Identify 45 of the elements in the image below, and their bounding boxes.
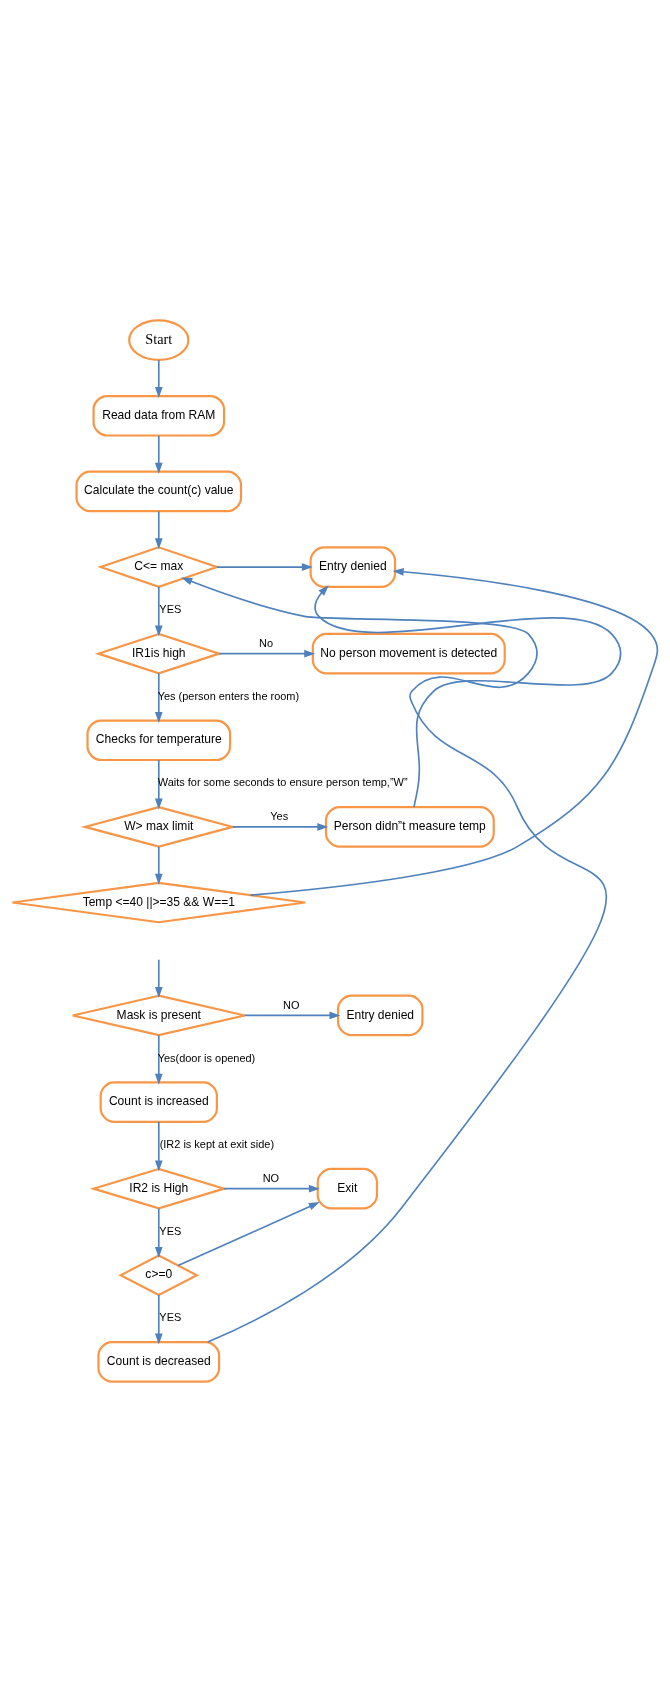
- arrow: [249, 567, 659, 896]
- arrow: [154, 958, 163, 998]
- arrow: [154, 358, 163, 398]
- arrow: [223, 1184, 320, 1192]
- node-ellipse: Start: [128, 318, 190, 361]
- edge-label: YES: [159, 602, 182, 615]
- node-box: Checks for temperature: [86, 718, 232, 761]
- arrow: [243, 1011, 341, 1019]
- arrow: [154, 1207, 163, 1258]
- node-diamond: IR1is high: [94, 632, 223, 675]
- node-box: Calculate the count(c) value: [75, 470, 243, 512]
- node-box: Read data from RAM: [92, 394, 226, 437]
- edge-label: NO: [262, 1171, 280, 1184]
- node-box: No person movement is detected: [311, 632, 506, 674]
- node-box: Count is increased: [99, 1080, 218, 1123]
- arrow: [154, 845, 163, 885]
- edge-label: YES: [159, 1224, 182, 1237]
- arrow: [154, 1293, 163, 1345]
- node-diamond: Mask is present: [71, 994, 246, 1036]
- arrow: [154, 1033, 163, 1085]
- arrow: [177, 1201, 320, 1266]
- arrow: [154, 758, 163, 810]
- arrow: [154, 585, 163, 636]
- edge-label: No: [259, 636, 274, 649]
- arrow: [154, 510, 163, 549]
- node-box: Exit: [316, 1167, 379, 1209]
- edge-label: NO: [283, 998, 300, 1011]
- node-box: Count is decreased: [97, 1340, 221, 1383]
- node-box: Person didn”t measure temp: [324, 805, 495, 848]
- node-diamond: IR2 is High: [89, 1167, 228, 1210]
- node-diamond: Temp <=40 ||>=35 && W==1: [11, 881, 307, 923]
- arrow: [154, 434, 163, 474]
- arrow: [231, 822, 329, 831]
- edge-label: (IR2 is kept at exit side): [159, 1137, 275, 1150]
- arrow: [154, 1120, 163, 1171]
- arrow: [154, 672, 163, 723]
- node-box: Entry denied: [309, 545, 397, 588]
- arrow: [215, 562, 313, 571]
- arrow: [181, 577, 607, 1343]
- node-diamond: c>=0: [118, 1253, 200, 1296]
- edge-label: Yes: [270, 809, 289, 822]
- edge-label: YES: [159, 1310, 182, 1323]
- node-box: Entry denied: [336, 994, 424, 1036]
- arrow: [218, 649, 316, 657]
- arrow: [314, 584, 622, 808]
